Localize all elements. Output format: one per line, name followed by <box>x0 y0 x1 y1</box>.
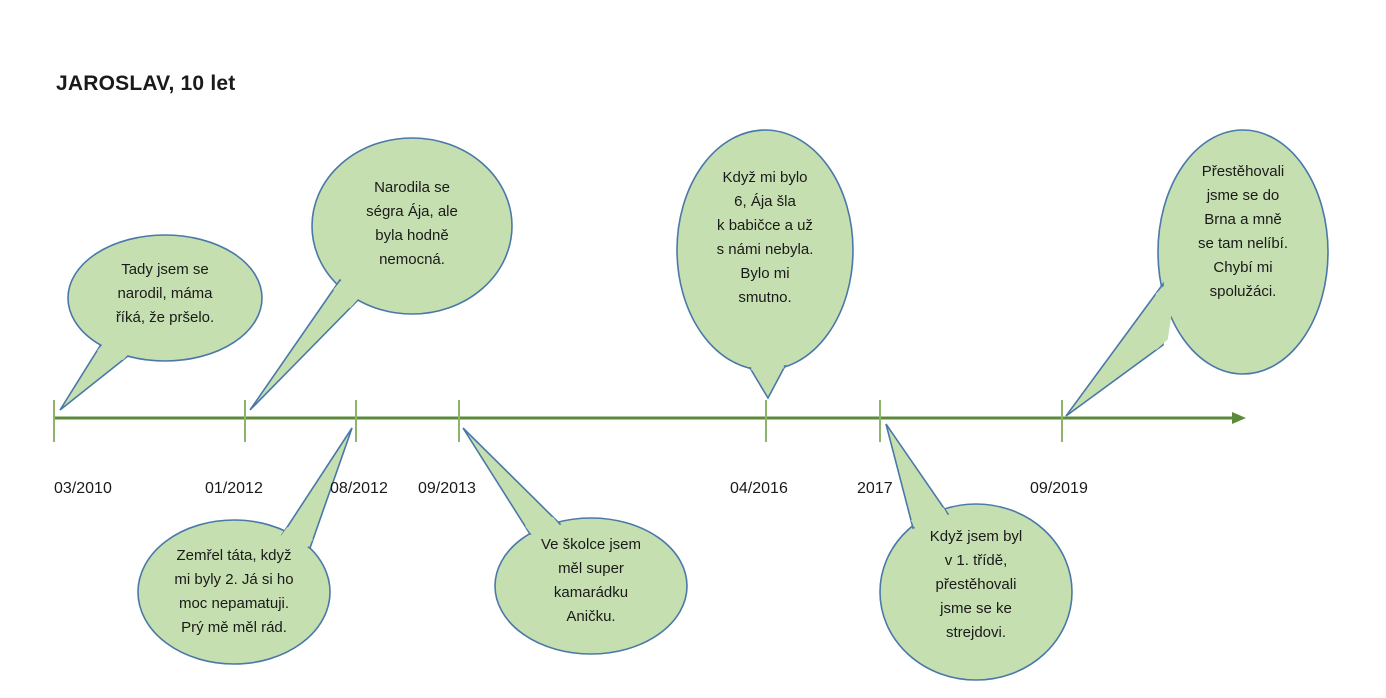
bubble-text: Narodila se ségra Ája, ale byla hodně nemoc… <box>322 176 502 272</box>
date-label: 09/2013 <box>418 480 476 497</box>
bubble-text-line: jsme se do <box>1206 187 1280 204</box>
bubble-text: Zemřel táta, když mi byly 2. Já si ho moc … <box>144 544 324 640</box>
bubble-text-line: přestěhovali <box>935 576 1017 593</box>
date-label: 08/2012 <box>330 480 388 497</box>
bubble-text-line: Narodila se <box>374 179 450 196</box>
speech-bubble-tail <box>1065 281 1164 417</box>
bubble-text-line: spolužáci. <box>1209 283 1277 300</box>
bubble-text: Tady jsem se narodil, máma říká, že pršelo… <box>75 258 255 330</box>
bubble-text-line: mi byly 2. Já si ho <box>174 571 294 588</box>
bubble-text-line: v 1. třídě, <box>944 552 1008 569</box>
bubble-text-line: strejdovi. <box>945 624 1007 641</box>
bubble-text-line: Brna a mně <box>1204 211 1282 228</box>
bubble-text-line: narodil, máma <box>117 285 213 302</box>
bubble-text-line: se tam nelíbí. <box>1197 235 1289 252</box>
speech-bubble-body <box>137 519 331 665</box>
speech-bubble-tail <box>462 427 562 535</box>
date-label: 04/2016 <box>730 480 788 497</box>
speech-bubble-seam <box>97 343 131 360</box>
bubble-text-line: Přestěhovali <box>1201 163 1285 180</box>
speech-bubble-body <box>494 517 688 655</box>
timeline-axis <box>53 400 1246 442</box>
speech-bubble-seam <box>750 352 784 371</box>
date-label: 2017 <box>857 480 893 497</box>
speech-bubble <box>137 427 353 665</box>
speech-bubble-seam <box>525 516 562 538</box>
page-title: JAROSLAV, 10 let <box>56 72 236 95</box>
bubble-text-line: Chybí mi <box>1213 259 1273 276</box>
bubble-text-line: k babičce a už <box>717 217 813 234</box>
bubble-text-line: smutno. <box>738 289 792 306</box>
bubble-text-line: Prý mě měl rád. <box>181 619 287 636</box>
bubble-text-line: Ve školce jsem <box>540 536 642 553</box>
speech-bubble <box>249 137 513 411</box>
bubble-text-line: 6, Ája šla <box>734 193 796 210</box>
date-label: 09/2019 <box>1030 480 1088 497</box>
speech-bubble-tail <box>249 278 360 411</box>
bubble-text-line: kamarádku <box>553 584 629 601</box>
bubble-text-line: Aničku. <box>566 608 616 625</box>
speech-bubble <box>676 129 854 400</box>
bubble-text: Když jsem byl v 1. třídě, přestěhovali jsme… <box>886 525 1066 645</box>
date-label: 03/2010 <box>54 480 112 497</box>
speech-bubble <box>879 423 1073 681</box>
bubbles-layer <box>59 129 1329 681</box>
bubble-text: Když mi bylo 6, Ája šla k babičce a už s ná… <box>675 166 855 310</box>
date-label: 01/2012 <box>205 480 263 497</box>
speech-bubble <box>462 427 688 655</box>
speech-bubble-seam <box>333 276 362 309</box>
bubble-text-line: Když jsem byl <box>929 528 1023 545</box>
bubble-text-line: Když mi bylo <box>722 169 808 186</box>
bubble-text-line: jsme se ke <box>940 600 1012 617</box>
speech-bubble-seam <box>911 507 950 532</box>
speech-bubble <box>59 234 263 411</box>
speech-bubble-tail <box>748 365 787 400</box>
bubble-text: Přestěhovali jsme se do Brna a mně se tam n… <box>1153 160 1333 304</box>
bubble-text-line: Tady jsem se <box>121 261 209 278</box>
speech-bubble-seam <box>1155 282 1173 351</box>
bubble-text-line: Zemřel táta, když <box>176 547 292 564</box>
bubble-text-line: měl super <box>558 560 624 577</box>
bubble-text-line: nemocná. <box>379 251 445 268</box>
speech-bubble-seam <box>279 527 314 551</box>
speech-bubble <box>1065 129 1329 417</box>
bubble-text-line: moc nepamatuji. <box>178 595 290 612</box>
arrow-head-icon <box>1232 412 1246 424</box>
bubble-text-line: ségra Ája, ale <box>366 203 458 220</box>
bubble-text-line: byla hodně <box>375 227 449 244</box>
speech-bubble-body <box>879 503 1073 681</box>
bubble-text-line: s námi nebyla. <box>716 241 814 258</box>
speech-bubble-body <box>67 234 263 362</box>
bubble-text-line: říká, že pršelo. <box>115 309 215 326</box>
speech-bubble-body <box>311 137 513 315</box>
bubble-text-line: Bylo mi <box>740 265 790 282</box>
speech-bubble-body <box>1157 129 1329 375</box>
